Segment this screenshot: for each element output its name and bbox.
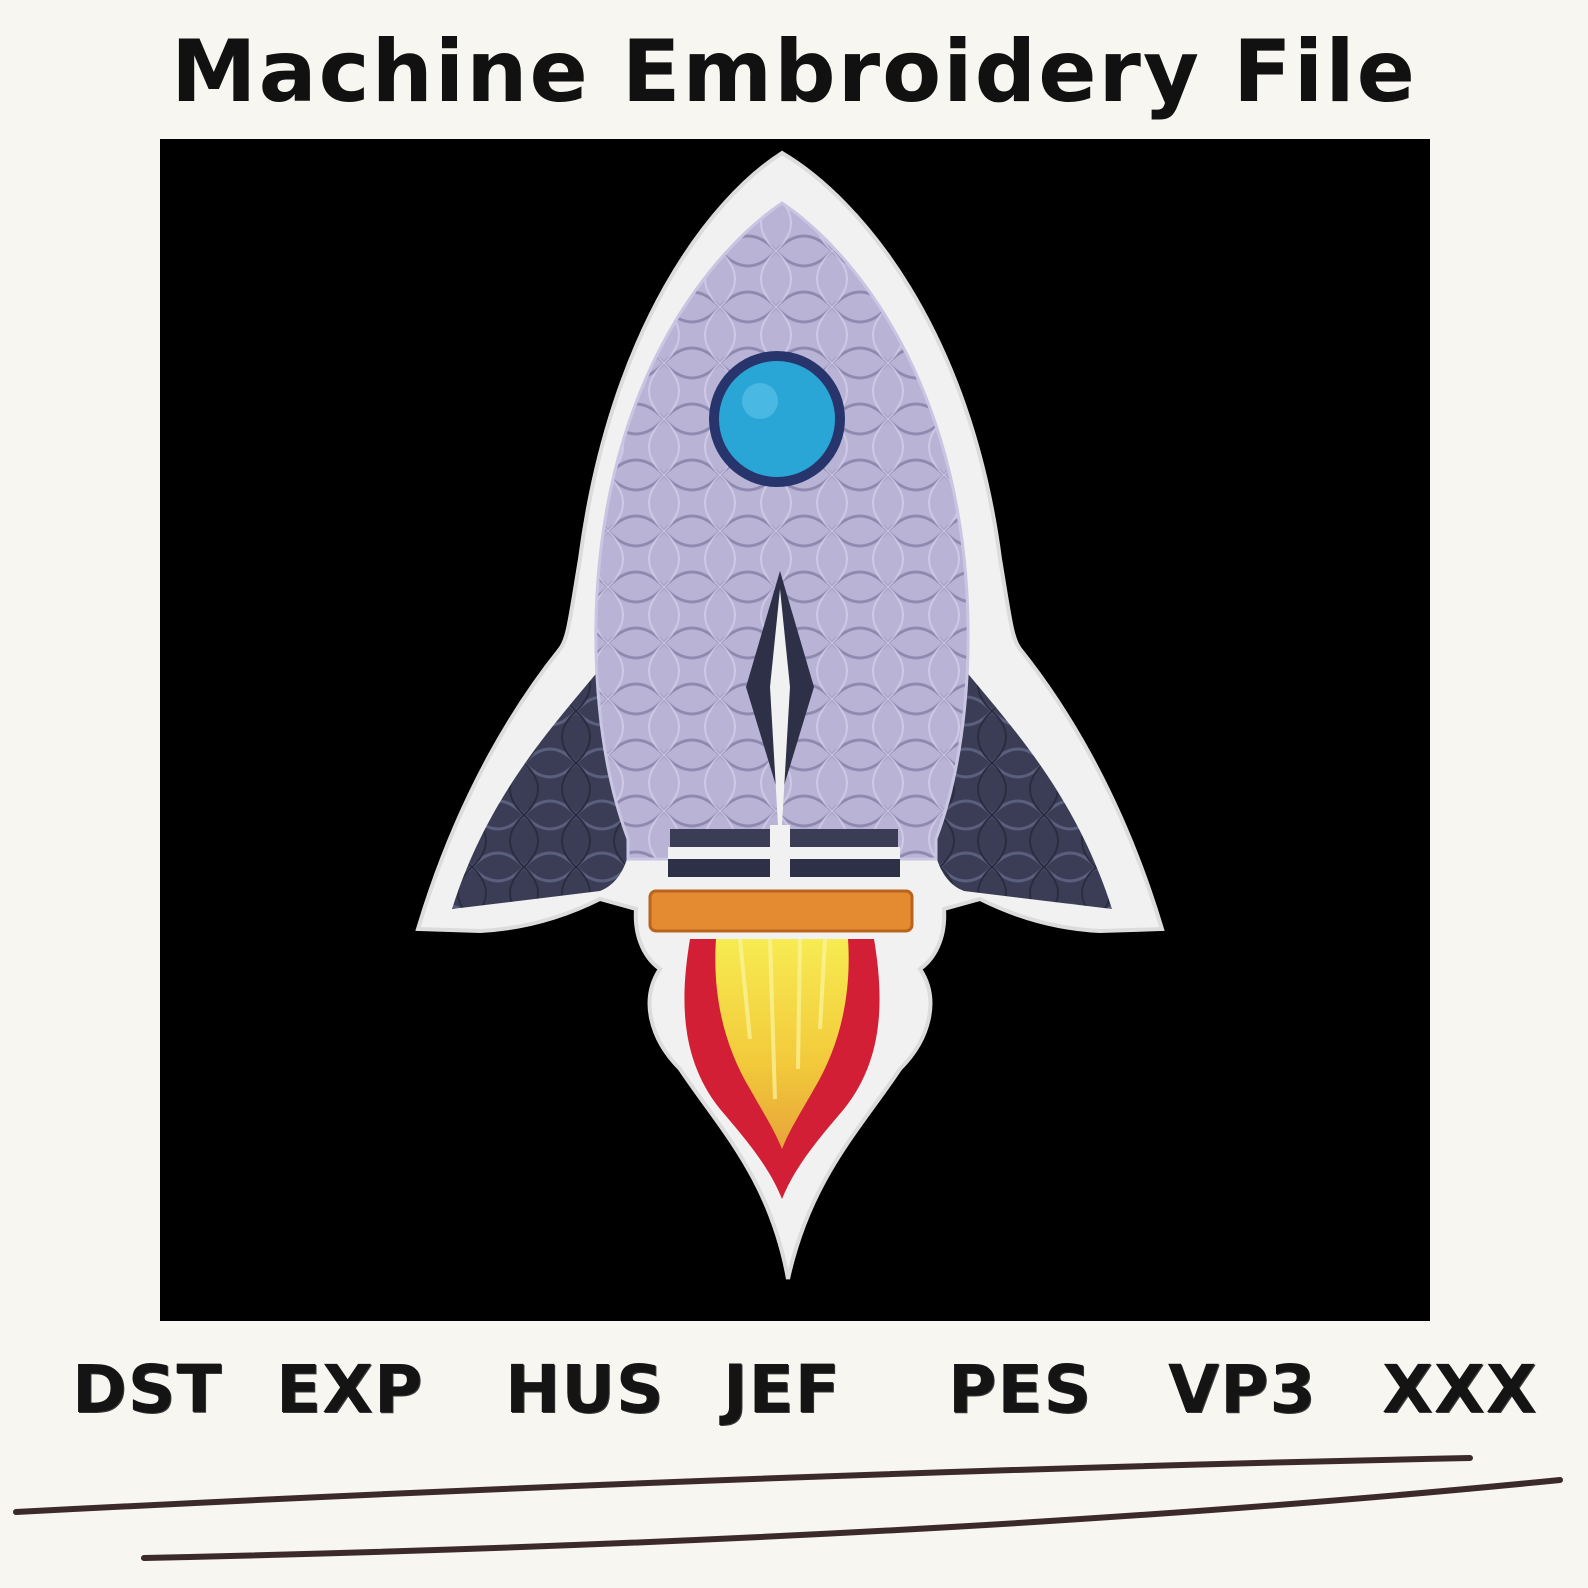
- format-jef: JEF: [723, 1351, 841, 1428]
- format-pes: PES: [948, 1351, 1092, 1428]
- rocket-base: [668, 825, 900, 877]
- page-title: Machine Embroidery File: [170, 22, 1417, 122]
- format-list: DST EXP HUS JEF PES VP3 XXX: [0, 1345, 1588, 1435]
- format-vp3: VP3: [1168, 1351, 1317, 1428]
- flame: [684, 938, 880, 1199]
- center-fin: [746, 571, 814, 859]
- embroidery-preview: [160, 139, 1430, 1321]
- rocket-patch-illustration: [415, 150, 1165, 1280]
- right-fin: [930, 659, 1112, 909]
- format-dst: DST: [72, 1351, 223, 1428]
- window-icon: [709, 351, 845, 487]
- format-hus: HUS: [505, 1351, 665, 1428]
- left-fin: [452, 659, 634, 909]
- decorative-underline: [13, 1455, 1563, 1561]
- format-xxx: XXX: [1382, 1351, 1538, 1428]
- nozzle: [648, 889, 914, 933]
- format-exp: EXP: [276, 1351, 424, 1428]
